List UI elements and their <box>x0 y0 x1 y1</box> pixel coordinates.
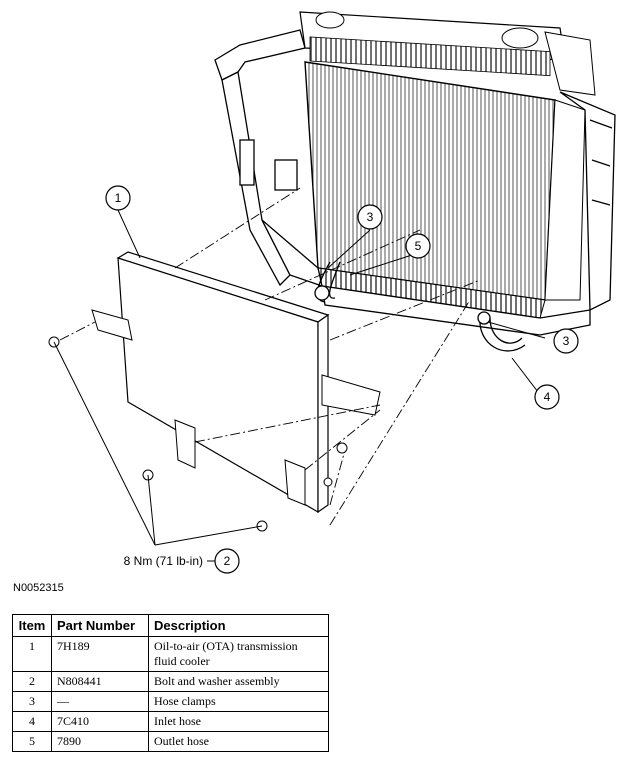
table-row: 2 N808441 Bolt and washer assembly <box>12 671 329 692</box>
alignment-lines <box>59 187 481 526</box>
cell-desc: Oil-to-air (OTA) transmission fluid cool… <box>148 636 329 672</box>
callout-1-label: 1 <box>115 191 122 205</box>
header-item: Item <box>12 614 52 637</box>
cell-part: — <box>51 691 149 712</box>
figure-id: N0052315 <box>13 582 64 594</box>
callout-3-upper: 3 <box>357 204 383 230</box>
header-part-number: Part Number <box>51 614 149 637</box>
cell-part: N808441 <box>51 671 149 692</box>
torque-label: 8 Nm (71 lb-in) <box>124 554 203 568</box>
table-row: 1 7H189 Oil-to-air (OTA) transmission fl… <box>12 636 329 672</box>
cell-item: 5 <box>12 731 52 752</box>
parts-table: Item Part Number Description 1 7H189 Oil… <box>12 614 329 752</box>
callout-4-label: 4 <box>544 390 551 404</box>
cell-desc: Inlet hose <box>148 711 329 732</box>
cooler-hoses <box>314 261 526 352</box>
cell-part: 7890 <box>51 731 149 752</box>
radiator-top-tank <box>299 11 596 96</box>
table-row: 3 — Hose clamps <box>12 691 329 712</box>
cell-desc: Hose clamps <box>148 691 329 712</box>
cell-item: 2 <box>12 671 52 692</box>
exploded-view-diagram: 1 3 5 3 4 2 8 Nm (71 lb-in) <box>48 11 616 574</box>
radiator-support-frame <box>214 29 616 336</box>
cell-part: 7H189 <box>51 636 149 672</box>
table-row: 4 7C410 Inlet hose <box>12 711 329 732</box>
callout-3-lower-label: 3 <box>563 334 570 348</box>
callout-2-label: 2 <box>224 554 231 568</box>
cell-item: 1 <box>12 636 52 672</box>
leader-lines <box>53 209 546 562</box>
cell-part: 7C410 <box>51 711 149 732</box>
oil-to-air-cooler <box>91 251 381 514</box>
callout-5: 5 <box>405 233 431 259</box>
callout-1: 1 <box>105 185 131 211</box>
callout-5-label: 5 <box>415 239 422 253</box>
callout-3-upper-label: 3 <box>367 210 374 224</box>
table-header-row: Item Part Number Description <box>12 614 329 637</box>
callout-2: 2 <box>214 548 240 574</box>
callout-4: 4 <box>534 384 560 410</box>
callout-3-lower: 3 <box>553 328 579 354</box>
cell-item: 4 <box>12 711 52 732</box>
header-description: Description <box>148 614 329 637</box>
cell-item: 3 <box>12 691 52 712</box>
cell-desc: Outlet hose <box>148 731 329 752</box>
table-row: 5 7890 Outlet hose <box>12 731 329 752</box>
radiator-core <box>304 61 586 319</box>
cell-desc: Bolt and washer assembly <box>148 671 329 692</box>
